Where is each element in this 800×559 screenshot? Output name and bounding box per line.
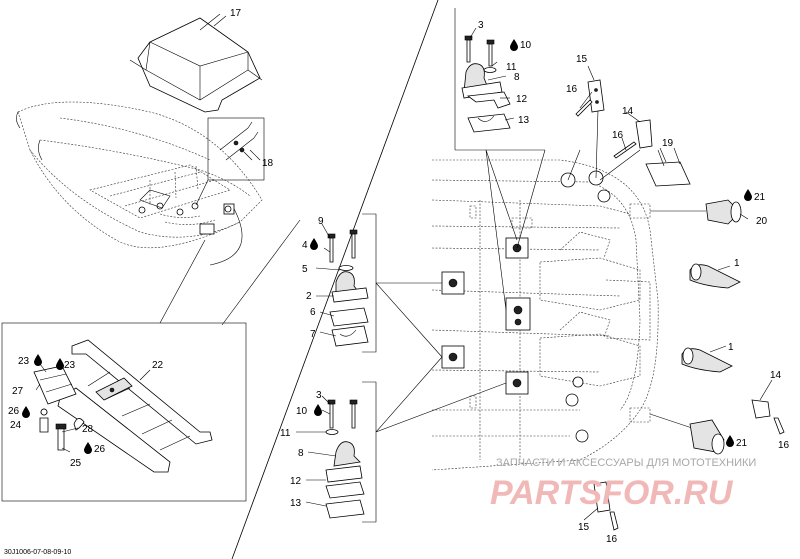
- callout-24: 24: [10, 420, 22, 431]
- diagram-code: 30J1006-07-08-09-10: [4, 549, 71, 556]
- callout-19: 19: [662, 138, 674, 149]
- callout-1: 1: [734, 258, 740, 269]
- callout-12: 12: [290, 476, 302, 487]
- callout-28: 28: [82, 424, 94, 435]
- callout-26: 26: [94, 444, 106, 455]
- callout-3: 3: [478, 20, 484, 31]
- callout-11: 11: [506, 62, 517, 73]
- oil-drop-icons: [22, 39, 752, 454]
- callout-16: 16: [606, 534, 618, 545]
- callout-13: 13: [518, 115, 530, 126]
- watermark-text: ЗАПЧАСТИ И АКСЕССУАРЫ ДЛЯ МОТОТЕХНИКИ: [496, 457, 756, 469]
- oil-drop-icon: [34, 354, 42, 366]
- oil-drop-icon: [510, 39, 518, 51]
- oil-drop-icon: [744, 189, 752, 201]
- frame-lines: [209, 0, 439, 559]
- callout-14: 14: [622, 106, 634, 117]
- callout-9: 9: [318, 216, 324, 227]
- oil-drop-icon: [726, 435, 734, 447]
- engine-mount-top: [454, 8, 545, 151]
- callout-11: 11: [280, 428, 291, 439]
- callout-2: 2: [306, 291, 312, 302]
- right-side-parts: [575, 79, 785, 531]
- oil-drop-icon: [310, 238, 318, 250]
- callout-18: 18: [262, 158, 274, 169]
- callout-5: 5: [302, 264, 308, 275]
- callout-16: 16: [778, 440, 790, 451]
- detail-box-18: [195, 117, 265, 206]
- callout-16: 16: [612, 130, 624, 141]
- callout-20: 20: [756, 216, 768, 227]
- callout-8: 8: [298, 448, 304, 459]
- oil-drop-icon: [22, 406, 30, 418]
- callout-15: 15: [578, 522, 590, 533]
- callout-26: 26: [8, 406, 20, 417]
- engine-mount-middle: [327, 213, 377, 353]
- oil-drop-icon: [314, 404, 322, 416]
- watermark: ЗАПЧАСТИ И АКСЕССУАРЫ ДЛЯ МОТОТЕХНИКИ PA…: [490, 457, 756, 512]
- oil-drop-icon: [84, 442, 92, 454]
- callout-25: 25: [70, 458, 82, 469]
- callout-10: 10: [520, 40, 532, 51]
- callout-7: 7: [310, 329, 316, 340]
- callout-4: 4: [302, 240, 308, 251]
- callout-21: 21: [754, 192, 766, 203]
- callout-3: 3: [316, 390, 322, 401]
- detail-frame-22: [1, 239, 247, 502]
- callout-23: 23: [18, 356, 30, 367]
- watermark-logo: PARTSFOR.RU: [490, 474, 734, 512]
- callout-23: 23: [64, 360, 76, 371]
- oil-drop-icon: [56, 358, 64, 370]
- callout-8: 8: [514, 72, 520, 83]
- callout-22: 22: [152, 360, 164, 371]
- callout-leaders: [35, 15, 773, 521]
- callout-6: 6: [310, 307, 316, 318]
- callout-17: 17: [230, 8, 242, 19]
- engine-mount-bottom: [325, 381, 377, 523]
- boat-overview: [16, 101, 263, 249]
- callout-15: 15: [576, 54, 588, 65]
- callout-21: 21: [736, 438, 748, 449]
- callout-13: 13: [290, 498, 302, 509]
- callout-10: 10: [296, 406, 308, 417]
- storage-cover-part: [129, 13, 263, 113]
- callout-12: 12: [516, 94, 528, 105]
- hull-rear-view: [375, 109, 706, 471]
- callout-27: 27: [12, 386, 24, 397]
- callout-1: 1: [728, 342, 734, 353]
- callout-14: 14: [770, 370, 782, 381]
- callout-16: 16: [566, 84, 578, 95]
- callout-numbers: 17 18 3 10 11 8 12 13 15 16 14 16 19 21 …: [8, 8, 790, 545]
